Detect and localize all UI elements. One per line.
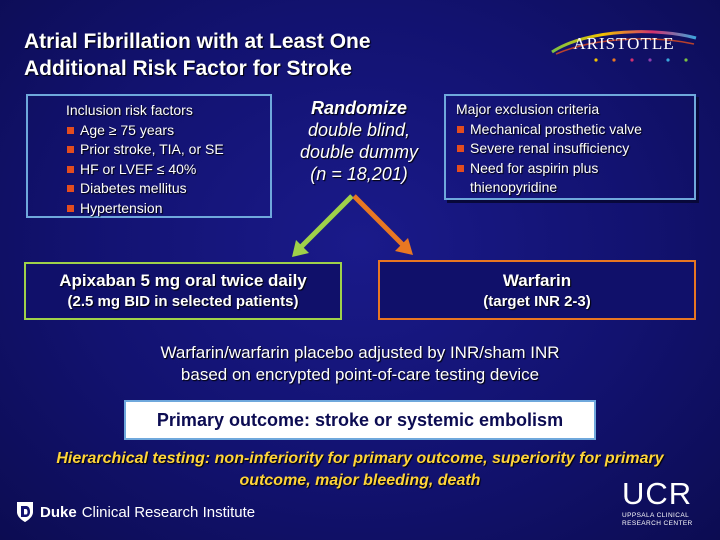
exclusion-criteria-box: Major exclusion criteria Mechanical pros…: [444, 94, 696, 200]
inclusion-criteria-box: Inclusion risk factors Age ≥ 75 years Pr…: [26, 94, 272, 218]
warfarin-arm-box: Warfarin (target INR 2-3): [378, 260, 696, 320]
apixaban-arrowhead: [292, 240, 309, 257]
ucr-abbr: UCR: [622, 476, 693, 511]
randomize-label: Randomize double blind, double dummy (n …: [284, 97, 434, 185]
inclusion-item: Diabetes mellitus: [66, 179, 262, 199]
primary-outcome-box: Primary outcome: stroke or systemic embo…: [124, 400, 596, 440]
duke-institute: Clinical Research Institute: [81, 503, 256, 521]
exclusion-item: Mechanical prosthetic valve: [456, 120, 686, 140]
apixaban-arm-box: Apixaban 5 mg oral twice daily (2.5 mg B…: [24, 262, 342, 320]
randomize-dummy: double dummy: [299, 142, 419, 162]
apixaban-reduced-dose: (2.5 mg BID in selected patients): [67, 293, 299, 310]
exclusion-item: Need for aspirin plus thienopyridine: [456, 159, 686, 198]
inclusion-item: HF or LVEF ≤ 40%: [66, 160, 262, 180]
apixaban-arrow: [298, 194, 354, 250]
duke-logo: Duke Clinical Research Institute: [16, 499, 255, 525]
inclusion-item: Age ≥ 75 years: [66, 121, 262, 141]
inclusion-item: Hypertension: [66, 199, 262, 219]
warfarin-arrow: [352, 194, 406, 248]
warfarin-arrowhead: [395, 238, 413, 255]
randomize-blinding: double blind,: [307, 120, 411, 140]
inr-note-line: Warfarin/warfarin placebo adjusted by IN…: [160, 343, 560, 362]
exclusion-item: Severe renal insufficiency: [456, 139, 686, 159]
inclusion-heading: Inclusion risk factors: [66, 102, 193, 118]
duke-shield-icon: [17, 502, 33, 522]
hierarchical-testing-text: Hierarchical testing: non-inferiority fo…: [56, 450, 664, 489]
apixaban-dose: Apixaban 5 mg oral twice daily: [59, 271, 307, 290]
exclusion-list: Mechanical prosthetic valve Severe renal…: [456, 120, 686, 198]
slide-title: Atrial Fibrillation with at Least One Ad…: [24, 30, 371, 80]
inclusion-item: Prior stroke, TIA, or SE: [66, 140, 262, 160]
randomize-count: (n = 18,201): [310, 164, 408, 184]
inr-note-line: based on encrypted point-of-care testing…: [180, 365, 540, 384]
aristotle-logo: ARISTOTLE: [551, 30, 697, 62]
ucr-line: RESEARCH CENTER: [622, 520, 693, 527]
exclusion-heading: Major exclusion criteria: [456, 101, 600, 117]
duke-name: Duke: [40, 503, 77, 521]
warfarin-target: (target INR 2-3): [483, 293, 591, 310]
aristotle-logo-text: ARISTOTLE: [573, 34, 674, 53]
inr-note: Warfarin/warfarin placebo adjusted by IN…: [80, 342, 640, 386]
randomize-heading: Randomize: [310, 98, 407, 118]
ucr-line: UPPSALA CLINICAL: [622, 512, 690, 519]
inclusion-list: Age ≥ 75 years Prior stroke, TIA, or SE …: [38, 121, 262, 219]
warfarin-title: Warfarin: [502, 271, 572, 290]
ucr-logo: UCR UPPSALA CLINICAL RESEARCH CENTER: [622, 478, 706, 528]
